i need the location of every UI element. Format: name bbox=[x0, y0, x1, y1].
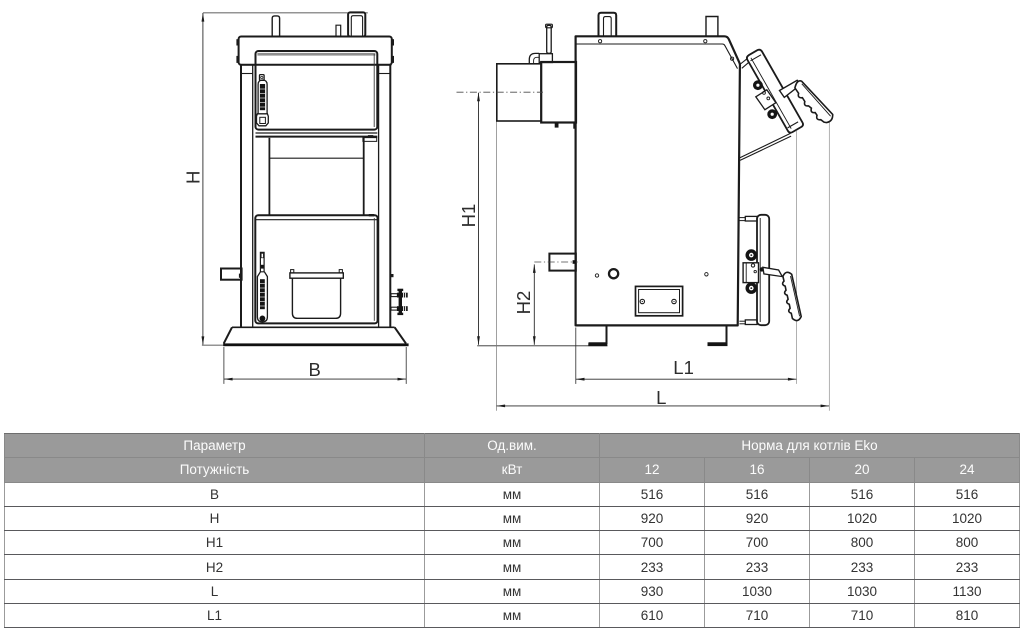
svg-text:H: H bbox=[183, 171, 204, 184]
svg-text:H2: H2 bbox=[513, 291, 534, 315]
svg-text:L1: L1 bbox=[673, 357, 694, 378]
svg-text:H1: H1 bbox=[458, 204, 479, 228]
svg-text:B: B bbox=[309, 359, 321, 380]
svg-text:L: L bbox=[656, 387, 666, 408]
